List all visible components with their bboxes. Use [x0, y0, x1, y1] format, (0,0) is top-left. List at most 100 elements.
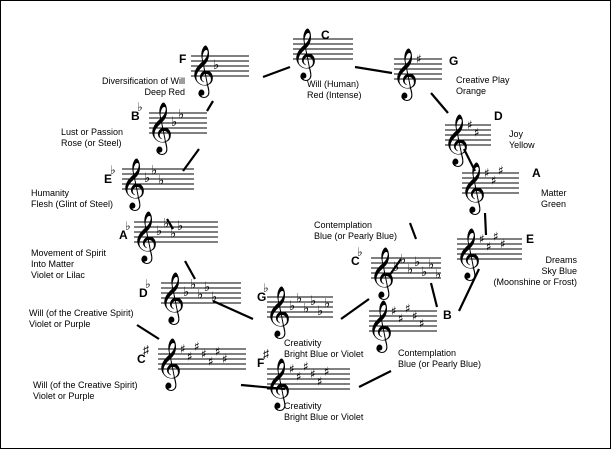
key-accidental: ♭	[145, 277, 151, 291]
sharp-icon: ♯	[296, 370, 302, 384]
connector-line	[240, 383, 286, 391]
staff	[149, 112, 207, 134]
staff	[394, 58, 442, 80]
staff	[191, 55, 249, 77]
key-description-line: Red (Intense)	[307, 90, 362, 100]
sharp-icon: ♯	[187, 350, 193, 364]
flat-icon: ♭	[296, 292, 302, 307]
sharp-icon: ♯	[391, 304, 397, 318]
key-description-line: (Moonshine or Frost)	[493, 277, 577, 287]
staff	[445, 124, 491, 146]
key-letter: B	[443, 308, 452, 322]
flat-icon: ♭	[163, 217, 169, 232]
connector-line	[458, 268, 480, 312]
treble-clef-icon: 𝄞	[460, 162, 486, 215]
key-description-line: Contemplation	[398, 348, 456, 358]
key-description-line: Creativity	[284, 338, 322, 348]
connector-line	[136, 324, 160, 340]
treble-clef-icon: 𝄞	[147, 102, 173, 155]
key-description-line: Violet or Purple	[29, 319, 90, 329]
sharp-icon: ♯	[180, 342, 186, 356]
key-accidental: ♯	[143, 343, 149, 357]
key-letter: F	[257, 356, 264, 370]
connector-line	[212, 299, 254, 321]
key-letter: F	[179, 52, 186, 66]
key-letter: D	[139, 286, 148, 300]
connector-line	[184, 260, 196, 280]
sharp-icon: ♯	[419, 317, 425, 331]
connector-line	[354, 65, 393, 75]
key-description-line: Orange	[456, 86, 486, 96]
flat-icon: ♭	[303, 302, 309, 317]
sharp-icon: ♯	[222, 352, 228, 366]
treble-clef-icon: 𝄞	[120, 158, 146, 211]
key-letter: E	[104, 172, 112, 186]
sharp-icon: ♯	[310, 367, 316, 381]
sharp-icon: ♯	[405, 302, 411, 316]
key-description-line: Blue (or Pearly Blue)	[398, 359, 481, 369]
connector-line	[408, 222, 418, 240]
treble-clef-icon: 𝄞	[455, 228, 481, 281]
key-letter: A	[119, 228, 128, 242]
key-description-line: Blue (or Pearly Blue)	[314, 231, 397, 241]
key-description-line: Dreams	[545, 255, 577, 265]
connector-line	[358, 370, 392, 388]
key-description-line: Sky Blue	[541, 266, 577, 276]
connector-line	[483, 212, 488, 236]
flat-icon: ♭	[428, 258, 434, 273]
key-description-line: Movement of Spirit	[31, 248, 107, 258]
key-node-cs: 𝄞♯♯♯♯♯♯♯C♯Will (of the Creative Spirit)V…	[33, 338, 246, 401]
flat-icon: ♭	[310, 294, 316, 309]
sharp-icon: ♯	[493, 230, 499, 244]
key-description-line: Humanity	[31, 188, 70, 198]
sharp-icon: ♯	[498, 164, 504, 178]
key-accidental: ♭	[263, 281, 269, 295]
connector-line	[340, 298, 370, 320]
flat-icon: ♭	[213, 58, 219, 73]
treble-clef-icon: 𝄞	[392, 48, 418, 101]
flat-icon: ♭	[400, 253, 406, 268]
flat-icon: ♭	[324, 297, 330, 312]
key-description-line: Into Matter	[31, 259, 74, 269]
flat-icon: ♭	[317, 304, 323, 319]
sharp-icon: ♯	[208, 355, 214, 369]
key-description-line: Will (of the Creative Spirit)	[29, 308, 134, 318]
connector-line	[463, 148, 476, 172]
key-node-db: 𝄞♭♭♭♭♭D♭Will (of the Creative Spirit)Vio…	[29, 272, 241, 329]
flat-icon: ♭	[171, 115, 177, 130]
connector-line	[429, 282, 439, 308]
treble-clef-icon: 𝄞	[367, 300, 393, 353]
connector-line	[262, 65, 291, 79]
sharp-icon: ♯	[194, 340, 200, 354]
sharp-icon: ♯	[479, 232, 485, 246]
key-letter: C	[137, 352, 146, 366]
flat-icon: ♭	[414, 255, 420, 270]
flat-icon: ♭	[421, 265, 427, 280]
flat-icon: ♭	[197, 288, 203, 303]
flat-icon: ♭	[156, 224, 162, 239]
flat-icon: ♭	[211, 290, 217, 305]
key-description-line: Creativity	[284, 401, 322, 411]
key-description-line: Contemplation	[314, 220, 372, 230]
key-description-line: Creative Play	[456, 75, 510, 85]
sharp-icon: ♯	[416, 52, 422, 66]
staff	[369, 310, 437, 332]
sharp-icon: ♯	[201, 347, 207, 361]
key-accidental: ♭	[357, 245, 363, 259]
key-letter: D	[494, 109, 503, 123]
flat-icon: ♭	[435, 268, 441, 283]
treble-clef-icon: 𝄞	[265, 358, 291, 411]
